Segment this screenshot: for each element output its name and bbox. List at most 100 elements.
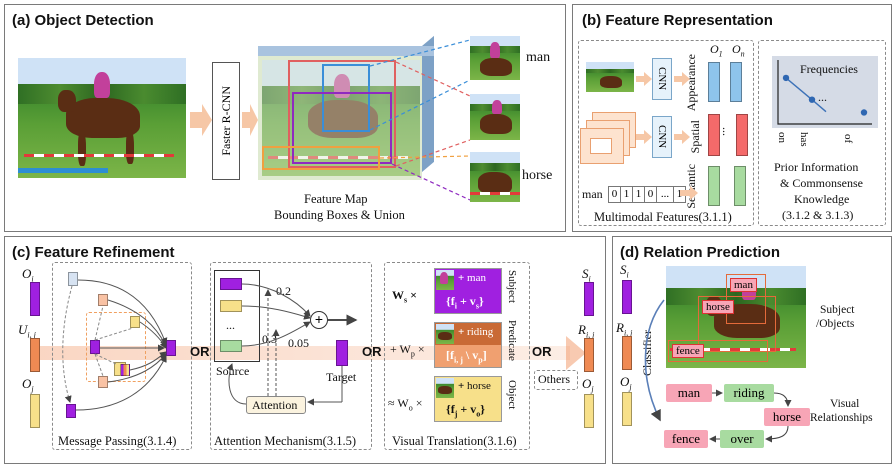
source-label: Source [216,364,250,378]
prior-line-1: Prior Information [774,160,859,174]
vt-subject-word: + man [458,272,486,284]
oi-label: Oi [22,266,34,284]
feature-map-top [258,46,434,56]
others-label: Others [538,372,570,386]
cnn-box-1: CNN [652,58,672,100]
box-horse [292,92,392,164]
freq-dots: ... [818,90,827,104]
attention-box [246,396,306,414]
mp-node-peach-2 [98,376,108,388]
attention-label: Attention [252,398,298,412]
label-horse: horse [522,168,553,183]
oi-feature [30,282,40,316]
on-label: On [732,42,745,59]
pred-box-man [726,274,766,324]
or-3: OR [532,344,552,359]
o1-label: O1 [710,42,723,59]
graph-node-riding: riding [724,384,774,402]
panel-feature-refinement [4,236,606,464]
rij-feature-d [622,336,632,370]
label-man: man [526,50,551,65]
arrow-photo-to-rcnn [190,104,212,136]
freq-axes [777,60,872,125]
spatial-mask-inner [590,138,612,154]
prior-line-3: Knowledge [794,192,850,206]
vt-subject-formula: {fi + vs} [446,294,484,311]
multimodal-caption: Multimodal Features(3.1.1) [594,210,732,224]
attention-caption: Attention Mechanism(3.1.5) [214,434,356,448]
mp-node-yellow-1 [130,316,140,328]
box-union [288,60,396,168]
vt-object-word: + horse [458,380,491,392]
others-box [534,370,578,390]
frequency-chart-bg [772,56,878,128]
or-1: OR [190,344,210,359]
wo-label: ≈ Wo × [388,396,423,413]
message-passing-inner [86,312,146,382]
panel-d-title: (d) Relation Prediction [620,244,781,261]
oj-feature [30,394,40,428]
cnn-label-2: CNN [656,125,668,149]
graph-node-horse: horse [764,408,810,426]
spatial-feature-o1 [708,114,720,156]
message-passing-box [52,262,192,450]
wp-label: + Wp × [390,342,425,359]
oj-label: Oj [22,376,34,394]
freq-tick-of: of [842,133,854,143]
graph-node-over: over [720,430,764,448]
weight-0: 0.2 [276,284,291,298]
arrow-rcnn-to-map [242,104,258,136]
vt-predicate-formula: [fi, j \ vp] [446,348,487,365]
freq-label: Frequencies [800,62,858,76]
si-label-c: Si [582,266,591,284]
oj-label-c: Oj [582,376,594,394]
or-2: OR [362,344,382,359]
uij-feature [30,338,40,372]
panel-a-title: (a) Object Detection [12,12,154,29]
si-label-d: Si [620,262,629,280]
vt-predicate-word: + riding [458,326,494,338]
tag-horse: horse [702,300,734,314]
graph-node-fence: fence [664,430,708,448]
mp-node-peach-1 [98,294,108,306]
source-green [220,340,242,352]
feature-map-caption-2: Bounding Boxes & Union [274,208,405,222]
vt-subject-photo [436,270,454,290]
box-man [322,64,370,132]
panel-b-title: (b) Feature Representation [582,12,773,29]
source-purple [220,278,242,290]
crop-horse [470,152,520,202]
input-photo [18,58,186,178]
feature-map-caption-1: Feature Map [304,192,368,206]
crop-man [470,36,520,80]
sum-node: + [310,311,328,329]
freq-tick-has: has [798,132,810,147]
attention-mechanism-box [210,262,372,450]
uij-label: Ui, j [18,322,36,340]
vt-predicate-side: Predicate [506,320,518,361]
rij-feature-c [584,338,594,372]
vt-subject-side: Subject [506,270,518,303]
flow-arrow-head [566,336,586,370]
ws-label: Ws × [392,288,417,305]
target-feature [336,340,348,366]
pred-box-fence [668,340,768,362]
semantic-feature-on [734,166,746,206]
semantic-feature-o1 [708,166,720,206]
weight-2: 0.05 [288,336,309,350]
mp-node-top [68,272,78,286]
visual-relationships-2: Relationships [810,412,873,424]
source-ellipsis: ... [226,318,235,332]
cnn-label-1: CNN [656,67,668,91]
subject-objects-1: Subject [820,304,855,316]
word-man: man [582,187,603,201]
appearance-photo [586,62,634,92]
pred-box-horse [698,296,776,352]
appearance-feature-on [730,62,742,102]
prior-line-4: (3.1.2 & 3.1.3) [782,208,854,222]
panel-c-title: (c) Feature Refinement [12,244,175,261]
mp-node-purple-bottom [66,404,76,418]
vt-object-side: Object [506,380,518,410]
